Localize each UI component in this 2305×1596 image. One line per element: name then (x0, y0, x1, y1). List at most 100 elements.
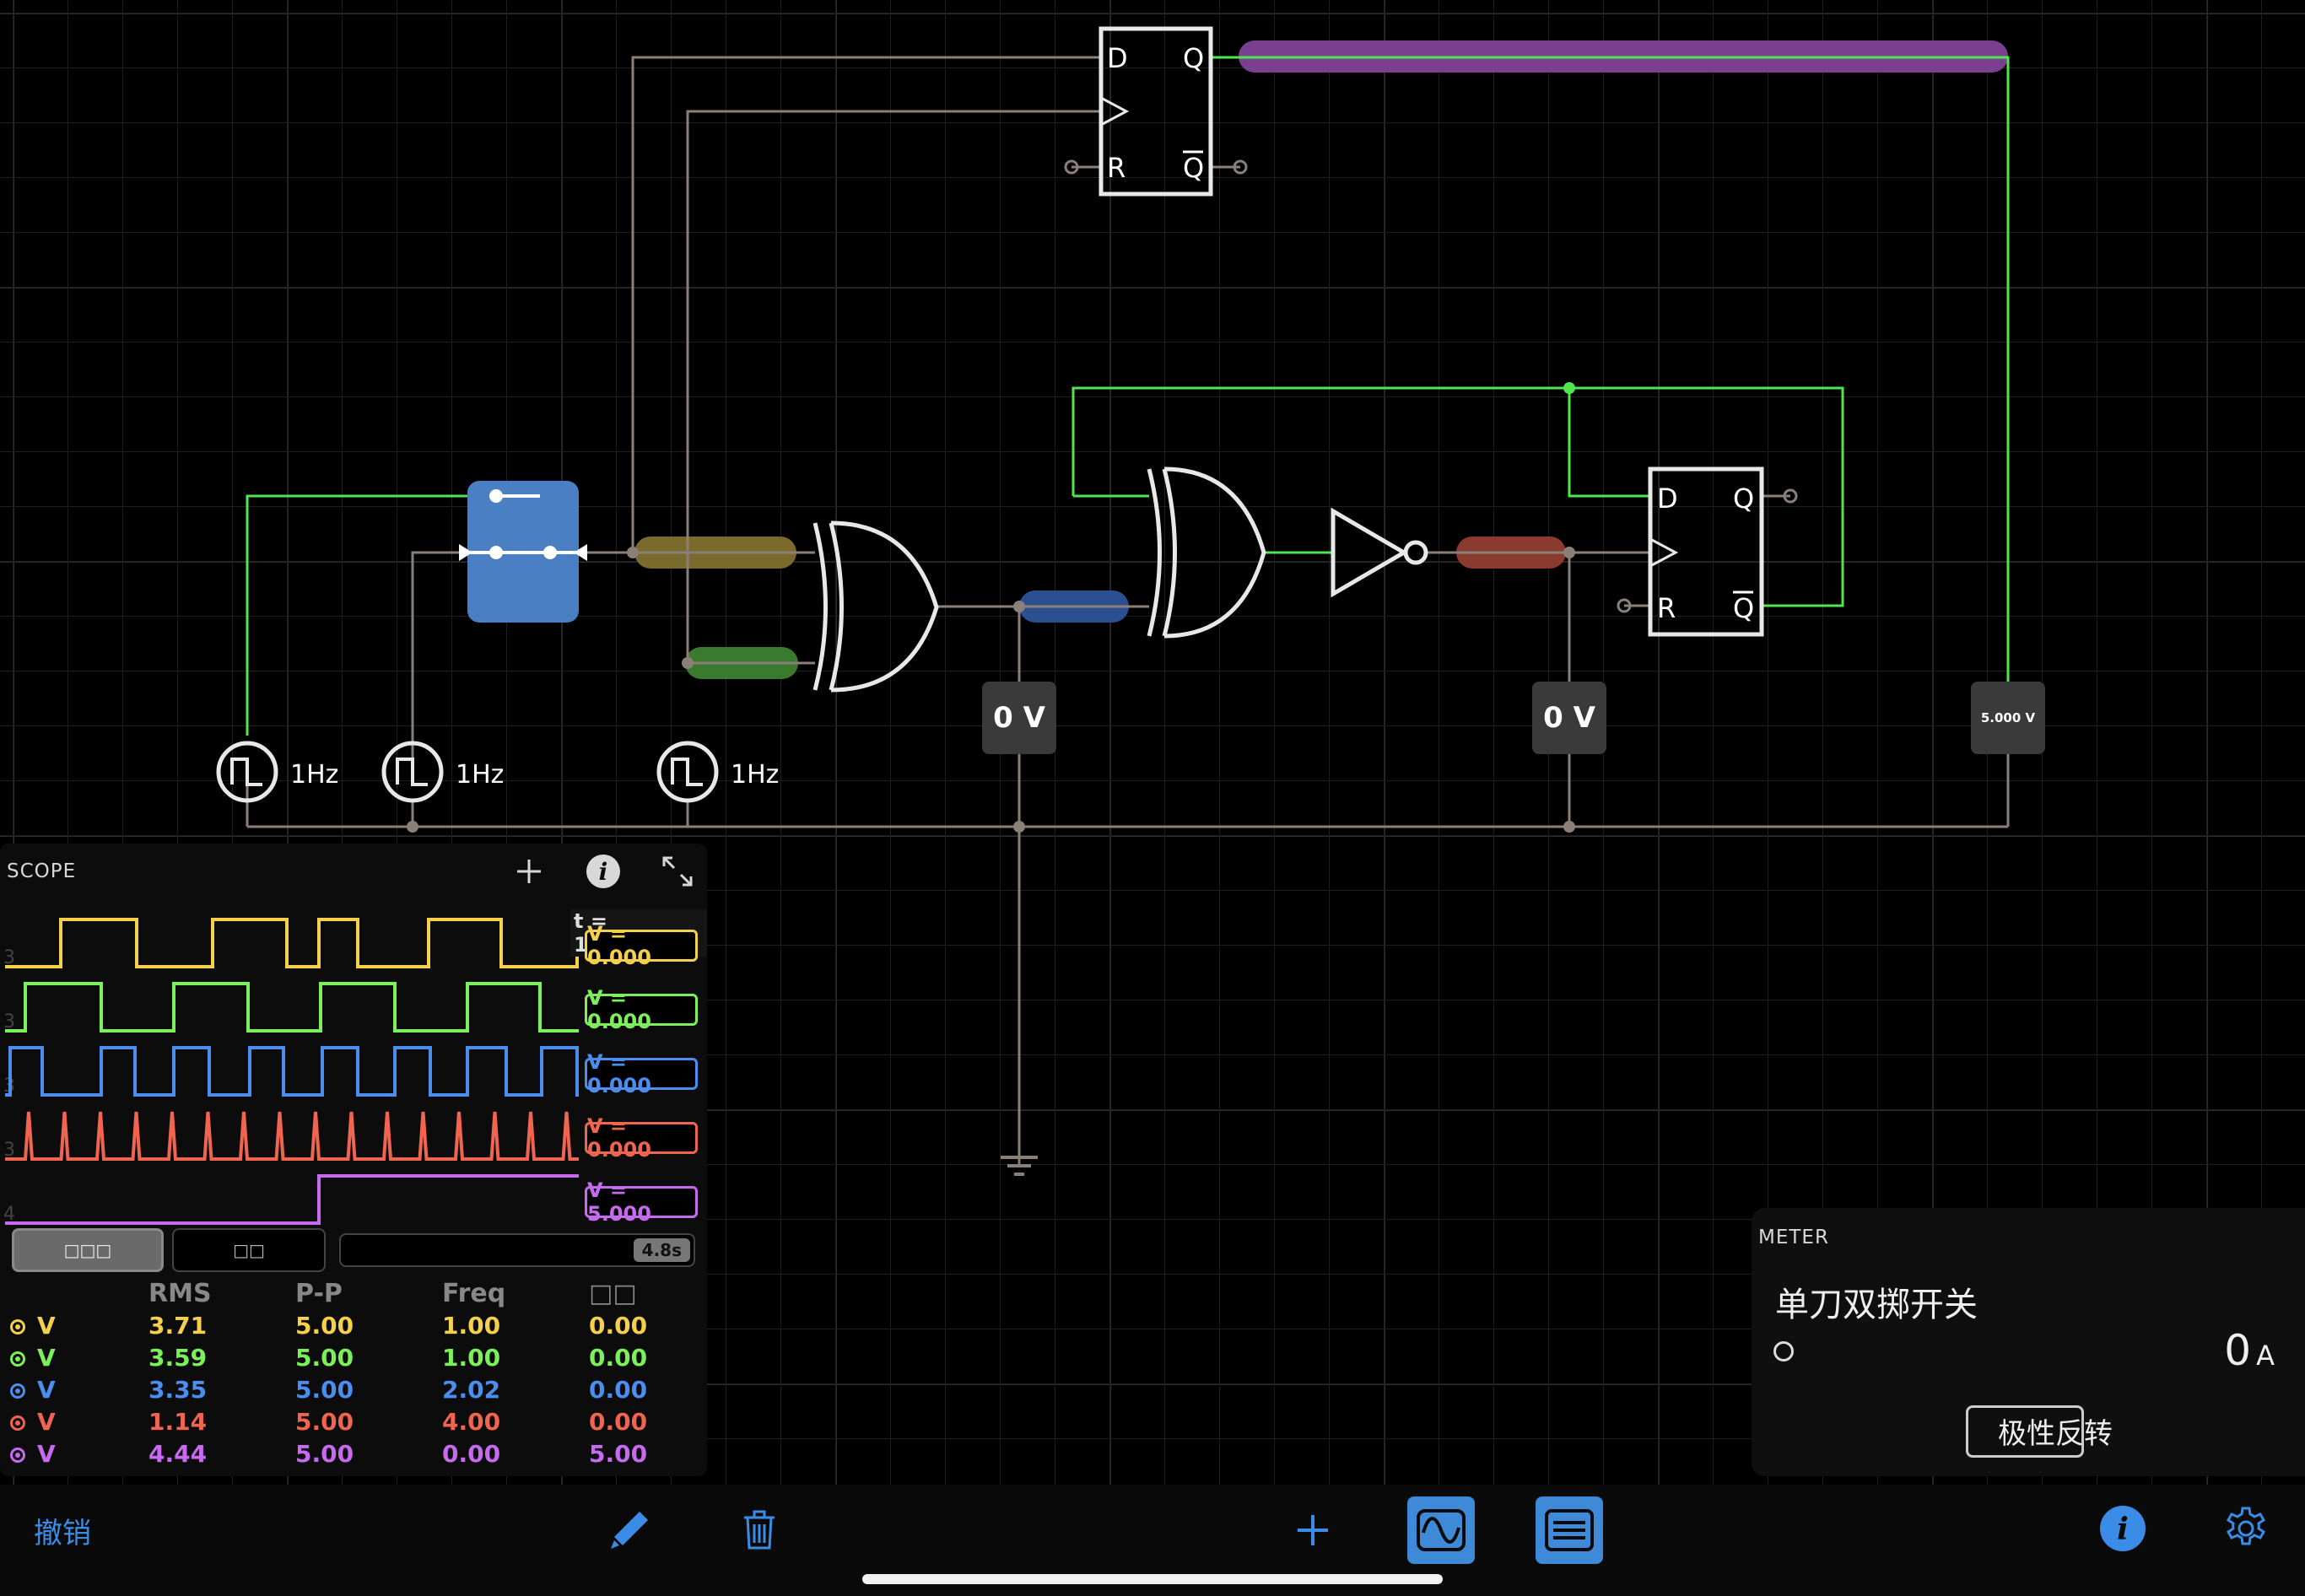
stat-freq: 2.02 (442, 1375, 501, 1404)
meter-component-name: 单刀双掷开关 (1775, 1286, 1978, 1324)
channel-dot-icon (10, 1351, 25, 1367)
time-window-slider[interactable]: 4.8s (339, 1233, 695, 1267)
scope-title: SCOPE (7, 860, 77, 882)
table-row[interactable]: V 3.71 5.00 1.00 0.00 (0, 1309, 690, 1341)
channel-scale-label: 3 (3, 1011, 15, 1033)
channel-dot-icon (10, 1415, 25, 1431)
stat-dc: 0.00 (589, 1311, 648, 1340)
pencil-icon (611, 1512, 648, 1549)
list-icon (1545, 1509, 1594, 1551)
undo-button[interactable]: 撤销 (34, 1517, 91, 1550)
channel-dot-icon (10, 1318, 25, 1334)
add-channel-button[interactable] (508, 850, 550, 892)
xor-gate-1[interactable] (812, 520, 939, 693)
channel-label: V (37, 1439, 56, 1468)
meter-unit: A (2256, 1340, 2275, 1372)
reverse-polarity-label: 极性反转 (1998, 1417, 2113, 1451)
scope-info-button[interactable]: i (582, 850, 624, 892)
channel-1-readout: V = 0.000 (585, 922, 698, 969)
voltmeter-2-reading: 0 V (1543, 701, 1595, 735)
stat-pp: 5.00 (295, 1343, 354, 1372)
scope-mode-button-2[interactable]: □□ (172, 1228, 326, 1272)
flipflop-top-qbar-label: Q (1183, 152, 1204, 184)
meter-value: 0 (2224, 1326, 2252, 1375)
flipflop-top-q-label: Q (1183, 42, 1204, 74)
table-row[interactable]: V 4.44 5.00 0.00 5.00 (0, 1437, 690, 1469)
spdt-switch[interactable] (459, 481, 587, 623)
flipflop-right-r-label: R (1657, 592, 1676, 624)
delete-button[interactable] (736, 1507, 783, 1554)
stat-dc: 0.00 (589, 1375, 648, 1404)
stat-dc: 0.00 (589, 1407, 648, 1436)
flipflop-right-q-label: Q (1733, 483, 1754, 515)
stat-freq: 0.00 (442, 1439, 501, 1468)
flipflop-top[interactable]: D Q R Q (1099, 26, 1213, 197)
expand-scope-button[interactable] (656, 850, 699, 892)
table-row[interactable]: V 1.14 5.00 4.00 0.00 (0, 1405, 690, 1437)
stats-header-dc: □□ (589, 1278, 637, 1308)
meter-toggle-button[interactable] (1536, 1496, 1603, 1564)
stats-header-rms: RMS (148, 1278, 212, 1308)
settings-button[interactable] (2221, 1503, 2271, 1554)
clock-source-2[interactable]: 1Hz (381, 741, 504, 803)
expand-icon (662, 856, 693, 887)
channel-label: V (37, 1311, 56, 1340)
home-indicator (862, 1574, 1443, 1584)
clock-source-3[interactable]: 1Hz (656, 741, 779, 803)
voltmeter-2[interactable]: 0 V (1532, 682, 1606, 754)
plus-icon (1298, 1515, 1328, 1545)
wires-active (246, 56, 2010, 736)
channel-2-trace (5, 982, 579, 1033)
flipflop-right-qbar-label: Q (1733, 592, 1754, 624)
voltmeter-1-reading: 0 V (993, 701, 1045, 735)
stat-pp: 5.00 (295, 1439, 354, 1468)
channel-3-readout: V = 0.000 (585, 1050, 698, 1097)
stat-freq: 1.00 (442, 1343, 501, 1372)
waveform-icon (1417, 1509, 1466, 1551)
meter-title: METER (1758, 1227, 1829, 1248)
ground-symbol[interactable] (1001, 1156, 1038, 1176)
stat-freq: 1.00 (442, 1311, 501, 1340)
voltmeter-3-reading: 5.000 V (1981, 710, 2036, 725)
voltmeter-3[interactable]: 5.000 V (1971, 682, 2045, 754)
scope-toggle-button[interactable] (1407, 1496, 1475, 1564)
flipflop-right[interactable]: D Q R Q (1648, 466, 1764, 637)
add-component-button[interactable] (1289, 1507, 1336, 1554)
reverse-polarity-button[interactable] (1966, 1405, 2084, 1458)
time-window-value: 4.8s (633, 1238, 690, 1262)
channel-scale-label: 3 (3, 947, 15, 968)
channel-4-readout: V = 0.000 (585, 1114, 698, 1162)
clock-3-label: 1Hz (731, 760, 779, 790)
scope-stats-table: RMS P-P Freq □□ V 3.71 5.00 1.00 0.00 V … (0, 1277, 690, 1469)
table-row[interactable]: V 3.59 5.00 1.00 0.00 (0, 1341, 690, 1373)
svg-text:i: i (2117, 1512, 2129, 1547)
info-button[interactable]: i (2097, 1503, 2148, 1554)
flipflop-right-d-label: D (1657, 483, 1678, 515)
stat-rms: 3.71 (148, 1311, 208, 1340)
channel-5-trace (5, 1174, 579, 1225)
stat-pp: 5.00 (295, 1311, 354, 1340)
channel-4-trace (5, 1111, 579, 1161)
channel-3-trace (5, 1046, 579, 1097)
scope-mode-button-1[interactable]: □□□ (12, 1228, 164, 1272)
xor-gate-2[interactable] (1147, 466, 1266, 639)
not-gate[interactable] (1331, 507, 1428, 598)
channel-label: V (37, 1343, 56, 1372)
edit-button[interactable] (606, 1507, 653, 1554)
plus-icon (517, 860, 541, 883)
stats-header-pp: P-P (295, 1278, 343, 1308)
channel-label: V (37, 1407, 56, 1436)
junction-dots (407, 159, 1798, 833)
stat-rms: 1.14 (148, 1407, 208, 1436)
stat-pp: 5.00 (295, 1407, 354, 1436)
voltmeter-1[interactable]: 0 V (982, 682, 1056, 754)
clock-source-1[interactable]: 1Hz (216, 741, 338, 803)
trash-icon (744, 1510, 775, 1550)
channel-dot-icon (10, 1447, 25, 1463)
stat-rms: 3.35 (148, 1375, 208, 1404)
table-row[interactable]: V 3.35 5.00 2.02 0.00 (0, 1373, 690, 1405)
